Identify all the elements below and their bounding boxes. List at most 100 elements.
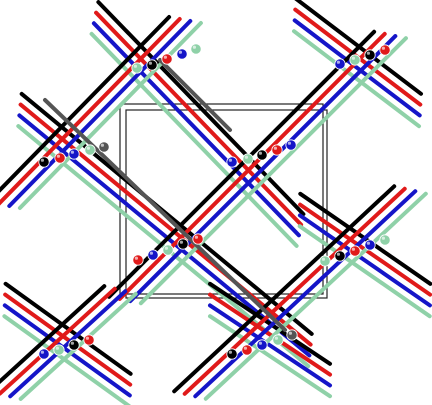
atom-highlight [228, 158, 232, 162]
strand-down-upper-left-black [96, 0, 306, 217]
strand-down-lower-left-green [2, 314, 131, 405]
atom-green [319, 255, 331, 267]
atom-blue [68, 148, 80, 160]
atom-highlight [381, 46, 385, 50]
atom-red [192, 233, 204, 245]
atom-gray [98, 141, 110, 153]
atom-highlight [55, 346, 60, 350]
strand-up-lower-right-black [172, 184, 397, 394]
strand-down-bottom-blue [208, 303, 332, 388]
atom-highlight [85, 336, 89, 340]
atom-blue [364, 239, 376, 251]
strand-gray-short [158, 58, 232, 132]
atom-highlight [100, 143, 104, 147]
atom-black [38, 156, 50, 168]
strand-up-lower-right-blue [193, 189, 418, 399]
atom-red [161, 53, 173, 65]
strand-down-lower-left-blue [2, 303, 132, 398]
atom-green [272, 334, 284, 346]
atom-highlight [351, 56, 355, 60]
atom-highlight [243, 346, 247, 350]
atom-green [242, 153, 254, 165]
atom-highlight [192, 45, 196, 49]
atom-black [364, 49, 376, 61]
atom-red [349, 245, 361, 257]
atom-blue [256, 339, 268, 351]
atom-green [84, 144, 96, 156]
strand-up-upper-left-red [0, 17, 182, 206]
atom-highlight [149, 251, 153, 255]
atom-black [146, 59, 158, 71]
atom-highlight [86, 146, 90, 150]
atom-red [379, 44, 391, 56]
atom-black [226, 348, 238, 360]
atom-blue [176, 48, 188, 60]
atom-black [68, 339, 80, 351]
framework-atoms [38, 43, 391, 360]
strand-down-lower-left-red [3, 292, 133, 387]
atom-highlight [258, 151, 262, 155]
strand-down-right-green [297, 224, 432, 319]
atom-green [379, 234, 391, 246]
atom-highlight [194, 235, 198, 239]
strand-down-right-blue [297, 213, 432, 308]
atom-blue [226, 156, 238, 168]
atom-blue [285, 139, 297, 151]
strand-down-bottom-black [208, 281, 332, 366]
strand-down-bottom-green [208, 314, 332, 399]
atom-gray [286, 329, 298, 341]
atom-green [53, 344, 65, 356]
strand-up-upper-left-blue [7, 19, 193, 208]
atom-highlight [244, 155, 248, 159]
atom-highlight [381, 236, 385, 240]
atom-red [271, 144, 283, 156]
atom-highlight [40, 350, 45, 354]
atom-highlight [321, 257, 325, 261]
atom-highlight [56, 154, 61, 158]
strand-up-upper-left-green [17, 21, 203, 210]
atom-highlight [70, 341, 74, 345]
atom-highlight [287, 141, 291, 145]
atom-highlight [351, 247, 355, 251]
atom-highlight [366, 241, 370, 245]
strand-down-bottom-red [208, 292, 332, 377]
atom-highlight [336, 60, 340, 64]
strand-up-center-blue [128, 34, 398, 304]
atom-highlight [70, 150, 74, 154]
atom-green [190, 43, 202, 55]
strand-up-upper-left-black [0, 15, 172, 193]
atom-blue [38, 348, 50, 360]
atom-blue [147, 249, 159, 261]
atom-highlight [178, 50, 182, 54]
atom-black [177, 238, 189, 250]
atom-highlight [273, 146, 277, 150]
atom-highlight [164, 246, 168, 250]
strand-up-lower-left-blue [8, 289, 128, 399]
atom-highlight [148, 61, 152, 65]
atom-red [132, 254, 144, 266]
strand-up-lower-left-black [0, 284, 107, 385]
strand-up-lower-right-red [182, 186, 407, 396]
strand-up-lower-right-green [203, 191, 428, 401]
strand-down-upper-left-green [89, 31, 299, 248]
atom-highlight [366, 51, 370, 55]
atom-highlight [179, 240, 183, 244]
atom-highlight [336, 252, 340, 256]
strand-up-center-green [138, 36, 408, 306]
strand-down-upper-left-red [94, 10, 304, 227]
atom-highlight [274, 336, 278, 340]
atom-highlight [40, 158, 45, 162]
atom-green [131, 62, 143, 74]
atom-highlight [228, 350, 232, 354]
atom-highlight [288, 331, 292, 335]
atom-highlight [134, 256, 138, 260]
atom-green [162, 244, 174, 256]
strand-down-upper-right-blue [292, 18, 422, 118]
atom-black [256, 149, 268, 161]
atom-red [83, 334, 95, 346]
atom-green [349, 54, 361, 66]
atom-highlight [258, 341, 262, 345]
